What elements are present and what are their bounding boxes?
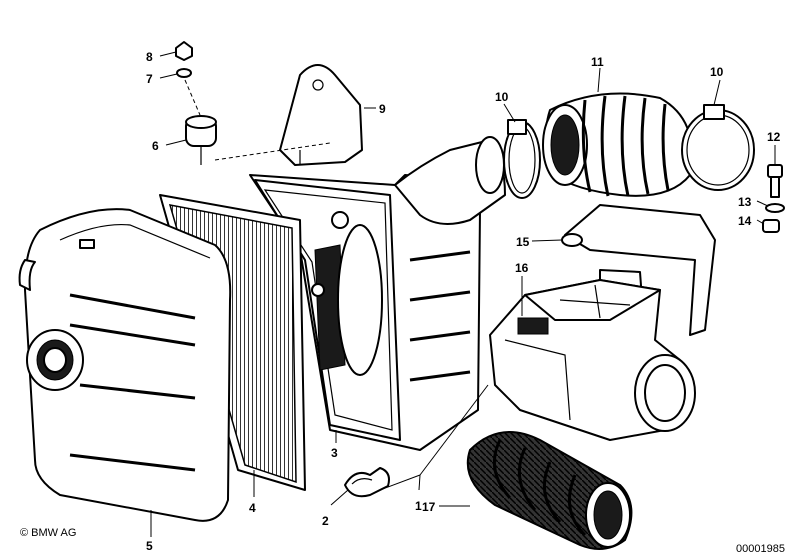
callout-labels: 8 7 6 9 10 11 10 12 13 14 15 16 3 4 2 1 … [146,50,781,553]
callout-10-right: 10 [710,65,724,79]
rubber-boot [466,431,633,550]
callout-6: 6 [152,139,159,153]
callout-13: 13 [738,195,752,209]
copyright-text: © BMW AG [20,527,76,539]
filter-cover [18,208,232,522]
mounting-bracket [279,64,363,166]
callout-9: 9 [379,102,386,116]
callout-16: 16 [515,261,529,275]
drawing-number: 00001985 [736,543,785,555]
callout-14: 14 [738,214,752,228]
spring-clip [344,467,390,498]
bolt-assembly [762,164,785,233]
callout-8: 8 [146,50,153,64]
callout-17: 17 [422,500,436,514]
leader-lines [150,51,776,537]
air-flow-meter [489,279,696,441]
callout-7: 7 [146,72,153,86]
callout-11: 11 [591,55,604,69]
rubber-bellows [542,92,693,197]
rubber-mount [175,41,331,165]
callout-12: 12 [767,130,781,144]
callout-3: 3 [331,446,338,460]
callout-15: 15 [516,235,530,249]
callout-5: 5 [146,539,153,553]
callout-2: 2 [322,514,329,528]
hose-clamp-left [503,119,541,199]
callout-1: 1 [415,499,422,513]
hose-clamp-right [681,104,755,191]
filter-housing [249,136,506,451]
callout-10-left: 10 [495,90,509,104]
callout-4: 4 [249,501,256,515]
